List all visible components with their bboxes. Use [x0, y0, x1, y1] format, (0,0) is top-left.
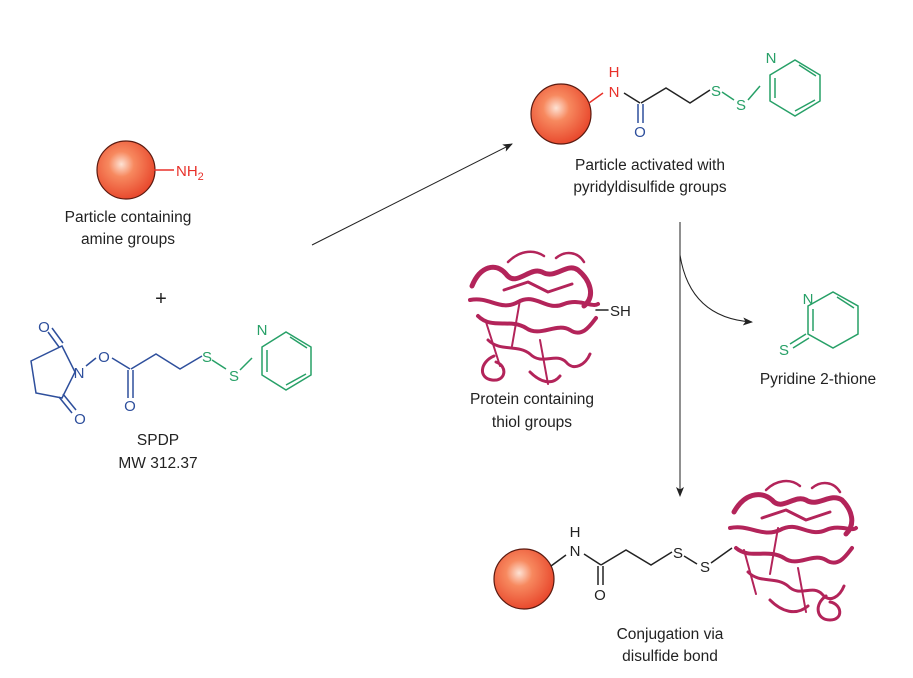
conjugate-o-atom: O — [594, 587, 606, 604]
activated-particle-sphere — [530, 83, 592, 145]
spdp-o-bottom: O — [74, 411, 86, 428]
conjugate-s2: S — [700, 559, 710, 576]
thione-n-atom: N — [803, 291, 814, 308]
plus-sign: + — [155, 288, 167, 310]
activated-o-atom: O — [634, 124, 646, 141]
protein-caption-line1: Protein containing — [470, 391, 594, 408]
particle-sphere — [96, 140, 156, 200]
pyridine-ring-spdp — [261, 331, 312, 391]
protein-thiol — [468, 250, 609, 385]
spdp-o-ester: O — [98, 349, 110, 366]
pyridine-ring-activated — [769, 59, 821, 117]
conjugate-h-atom: H — [570, 524, 581, 541]
spdp-s2: S — [229, 368, 239, 385]
protein-ribbon — [468, 250, 600, 385]
svg-text:NH2: NH2 — [176, 163, 204, 183]
thione-ring — [807, 291, 859, 349]
spdp-name: SPDP — [137, 432, 179, 449]
nh2-label: NH — [176, 163, 198, 180]
thione-s-atom: S — [779, 342, 789, 359]
pyridine-thione — [789, 291, 859, 349]
conjugate-s1: S — [673, 545, 683, 562]
conjugate-protein-ribbon — [728, 479, 858, 622]
particle-amine-caption-line1: Particle containing — [65, 209, 192, 226]
conjugate-caption-line1: Conjugation via — [617, 626, 724, 643]
conjugate-n-atom: N — [570, 543, 581, 560]
conjugate-product — [493, 547, 733, 610]
activated-n-atom: N — [609, 84, 620, 101]
conjugate-particle-sphere — [493, 548, 555, 610]
activated-h-atom: H — [609, 64, 620, 81]
activated-particle — [530, 59, 821, 145]
nh2-subscript: 2 — [198, 171, 204, 183]
activated-pyridine-n: N — [766, 50, 777, 67]
spdp-o-top: O — [38, 319, 50, 336]
activated-caption-line1: Particle activated with — [575, 157, 725, 174]
activated-caption-line2: pyridyldisulfide groups — [573, 179, 727, 196]
spdp-pyridine-n: N — [257, 322, 268, 339]
arrow-to-byproduct — [679, 254, 753, 326]
activated-s1: S — [711, 83, 721, 100]
spdp-n-atom: N — [74, 365, 85, 382]
protein-sh-label: SH — [610, 303, 631, 320]
spdp-mw: MW 312.37 — [118, 455, 197, 472]
protein-caption-line2: thiol groups — [492, 414, 572, 431]
spdp-structure — [30, 327, 312, 414]
arrow-to-activated — [311, 143, 513, 246]
activated-s2: S — [736, 97, 746, 114]
spdp-o-carbonyl: O — [124, 398, 136, 415]
particle-amine-caption-line2: amine groups — [81, 231, 175, 248]
spdp-s1: S — [202, 349, 212, 366]
conjugate-caption-line2: disulfide bond — [622, 648, 718, 665]
byproduct-caption: Pyridine 2-thione — [760, 371, 876, 388]
amine-particle: NH2 — [96, 140, 204, 200]
succinimide-ring — [30, 345, 76, 399]
